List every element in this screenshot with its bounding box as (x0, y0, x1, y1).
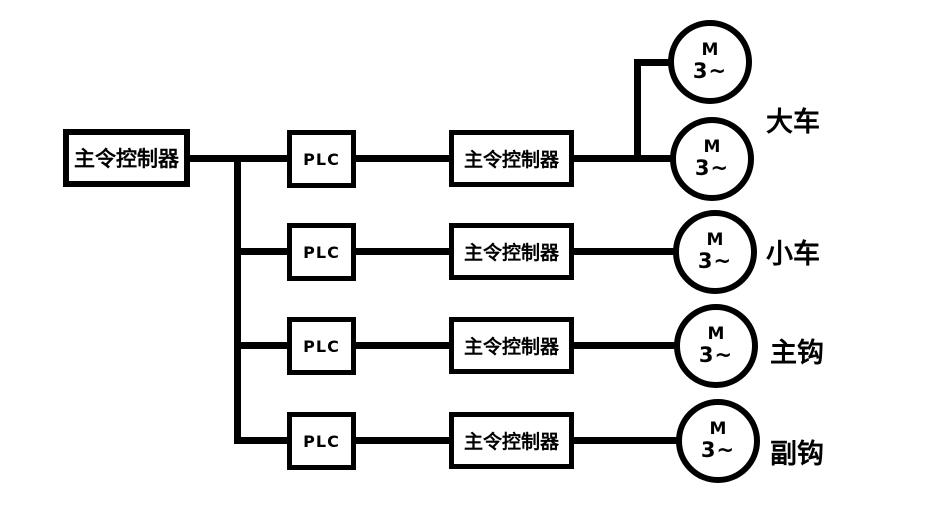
connector-plc3-to-ctrl3 (354, 342, 451, 349)
controller-label-row1: 主令控制器 (463, 149, 559, 171)
motor-phase: 3~ (698, 343, 734, 367)
motor-circle-dache-1: M 3~ (668, 20, 752, 104)
controller-label-row2: 主令控制器 (463, 242, 559, 264)
motor-letter: M (701, 40, 719, 60)
plc-box-row3: PLC (287, 317, 356, 375)
group-label-fugou: 副钩 (770, 439, 824, 470)
bus-line (234, 155, 241, 444)
connector-plc1-to-ctrl1 (354, 155, 451, 162)
controller-label-row3: 主令控制器 (463, 336, 559, 358)
master-controller-box: 主令控制器 (63, 129, 190, 187)
connector-bus-to-plc4 (234, 437, 292, 444)
connector-bus-to-plc2 (234, 248, 292, 255)
group-label-dache: 大车 (766, 107, 820, 138)
controller-box-row2: 主令控制器 (449, 223, 574, 280)
plc-box-row2: PLC (287, 223, 356, 281)
controller-label-row4: 主令控制器 (463, 431, 559, 453)
controller-box-row1: 主令控制器 (449, 130, 574, 187)
branch-vertical-dache (634, 59, 641, 162)
motor-phase: 3~ (692, 59, 728, 83)
motor-circle-zhugou: M 3~ (674, 304, 758, 388)
controller-box-row4: 主令控制器 (449, 412, 574, 469)
connector-ctrl3-to-motor (572, 342, 678, 349)
connector-ctrl1-to-motors (572, 155, 674, 162)
motor-circle-fugou: M 3~ (676, 399, 760, 483)
motor-letter: M (703, 137, 721, 157)
connector-bus-to-plc3 (234, 342, 292, 349)
motor-circle-dache-2: M 3~ (670, 117, 754, 201)
motor-phase: 3~ (694, 156, 730, 180)
motor-letter: M (706, 230, 724, 250)
plc-box-row4: PLC (287, 412, 356, 470)
plc-label-row4: PLC (303, 431, 340, 451)
motor-phase: 3~ (697, 249, 733, 273)
motor-phase: 3~ (700, 438, 736, 462)
motor-circle-xiaoche: M 3~ (673, 210, 757, 294)
branch-top-to-motor1 (634, 59, 672, 66)
motor-letter: M (709, 419, 727, 439)
plc-label-row3: PLC (303, 336, 340, 356)
controller-box-row3: 主令控制器 (449, 317, 574, 374)
plc-box-row1: PLC (287, 130, 356, 188)
group-label-zhugou: 主钩 (770, 338, 824, 369)
plc-label-row1: PLC (303, 149, 340, 169)
motor-letter: M (707, 324, 725, 344)
connector-plc2-to-ctrl2 (354, 248, 451, 255)
connector-ctrl2-to-motor (572, 248, 677, 255)
group-label-xiaoche: 小车 (766, 239, 820, 270)
master-controller-label: 主令控制器 (74, 147, 179, 171)
plc-label-row2: PLC (303, 242, 340, 262)
connector-ctrl4-to-motor (572, 437, 680, 444)
connector-plc4-to-ctrl4 (354, 437, 451, 444)
